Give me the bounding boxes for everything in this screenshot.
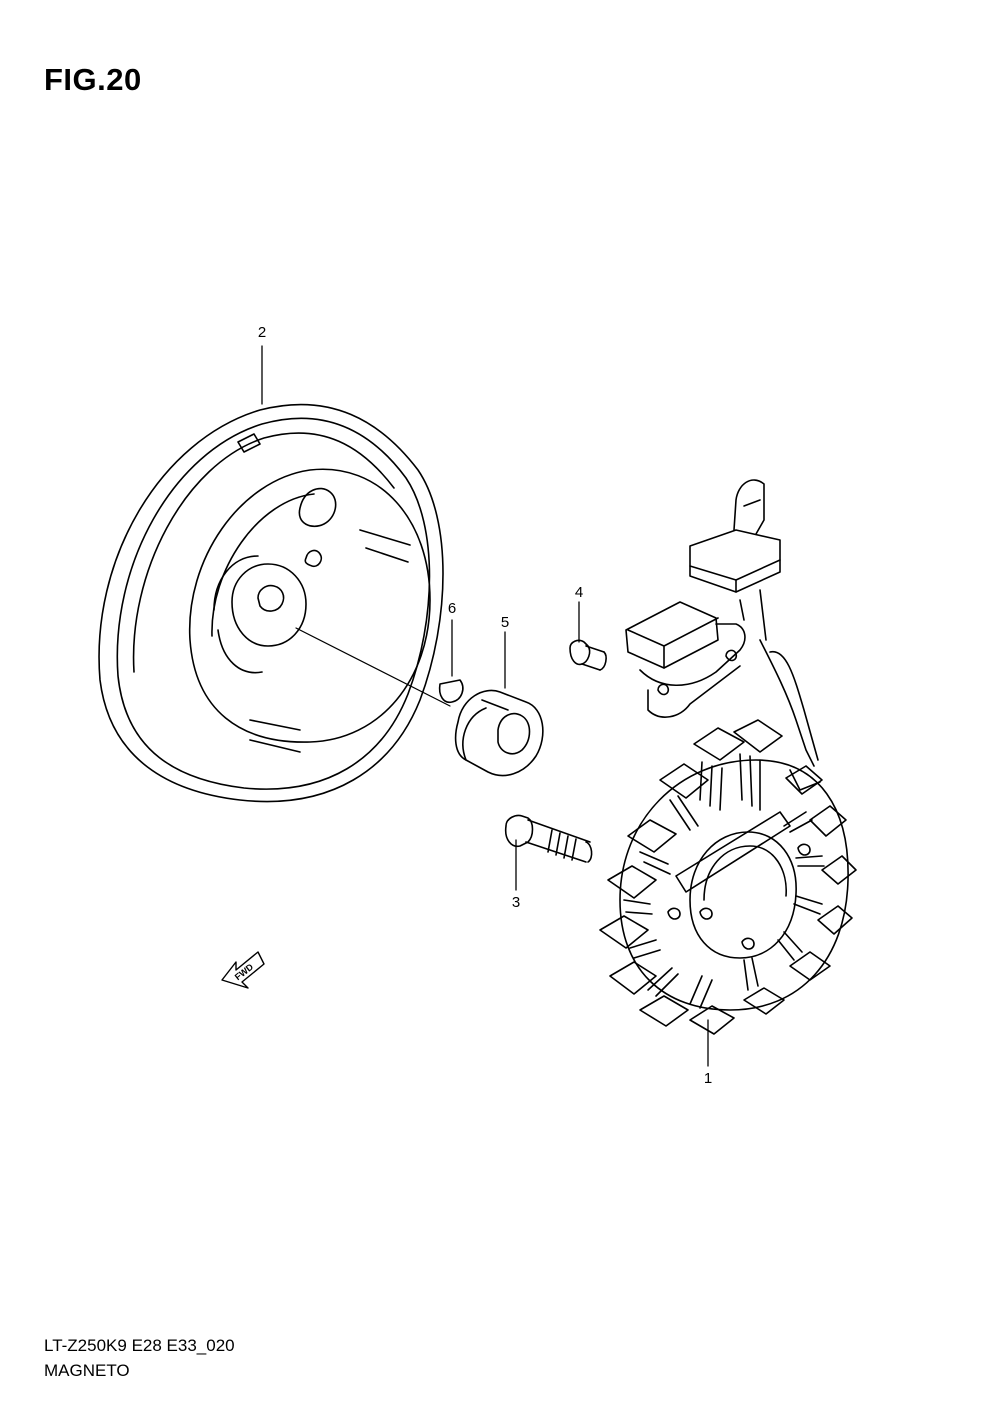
callout-5: 5 xyxy=(501,614,509,631)
fwd-arrow-icon xyxy=(221,951,265,989)
bolt-icon xyxy=(504,814,593,863)
callout-4: 4 xyxy=(575,584,583,601)
callout-2: 2 xyxy=(258,324,266,341)
diagram-code: LT-Z250K9 E28 E33_020 xyxy=(44,1336,235,1355)
callout-1: 1 xyxy=(704,1070,712,1087)
pickup-coil-icon xyxy=(625,601,746,718)
leader-lines xyxy=(261,345,709,1067)
flywheel-rotor-icon xyxy=(98,403,451,803)
wire-harness-icon xyxy=(689,479,821,791)
screw-icon xyxy=(569,639,607,671)
figure-title: FIG.20 xyxy=(44,62,142,97)
stator-coil-icon xyxy=(599,719,857,1035)
woodruff-key-icon xyxy=(438,679,464,704)
diagram-name: MAGNETO xyxy=(44,1361,130,1380)
spacer-icon xyxy=(454,689,544,777)
callout-3: 3 xyxy=(512,894,520,911)
callout-6: 6 xyxy=(448,600,456,617)
